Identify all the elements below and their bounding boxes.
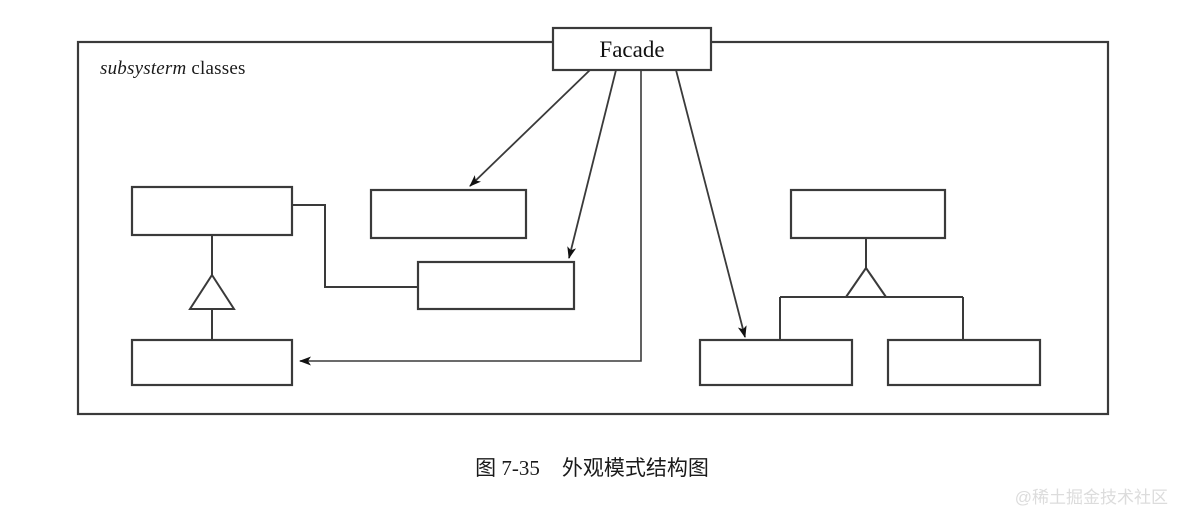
fork-branch-left xyxy=(845,267,867,298)
facade-connector-group xyxy=(299,69,747,366)
subsystem-class-1-box[interactable] xyxy=(130,185,294,237)
subsystem-class-3-box[interactable] xyxy=(369,188,528,240)
facade-to-class6-line xyxy=(675,69,747,338)
subsystem-class-4-box[interactable] xyxy=(416,260,576,311)
subsystem-class-7-box[interactable] xyxy=(886,338,1042,387)
generalization-triangle-icon xyxy=(188,273,236,310)
fork-connector xyxy=(779,238,964,340)
fork-branch-right xyxy=(865,267,887,298)
facade-to-class4-line xyxy=(567,69,617,259)
subsystem-class-2-box[interactable] xyxy=(130,338,294,387)
generalization-connector xyxy=(188,235,236,340)
facade-box[interactable] xyxy=(551,26,713,72)
facade-to-class2-line xyxy=(299,70,642,366)
facade-to-class3-line xyxy=(469,69,591,187)
subsystem-class-5-box[interactable] xyxy=(789,188,947,240)
subsystem-class-6-box[interactable] xyxy=(698,338,854,387)
class1-to-class4-line xyxy=(292,204,418,288)
